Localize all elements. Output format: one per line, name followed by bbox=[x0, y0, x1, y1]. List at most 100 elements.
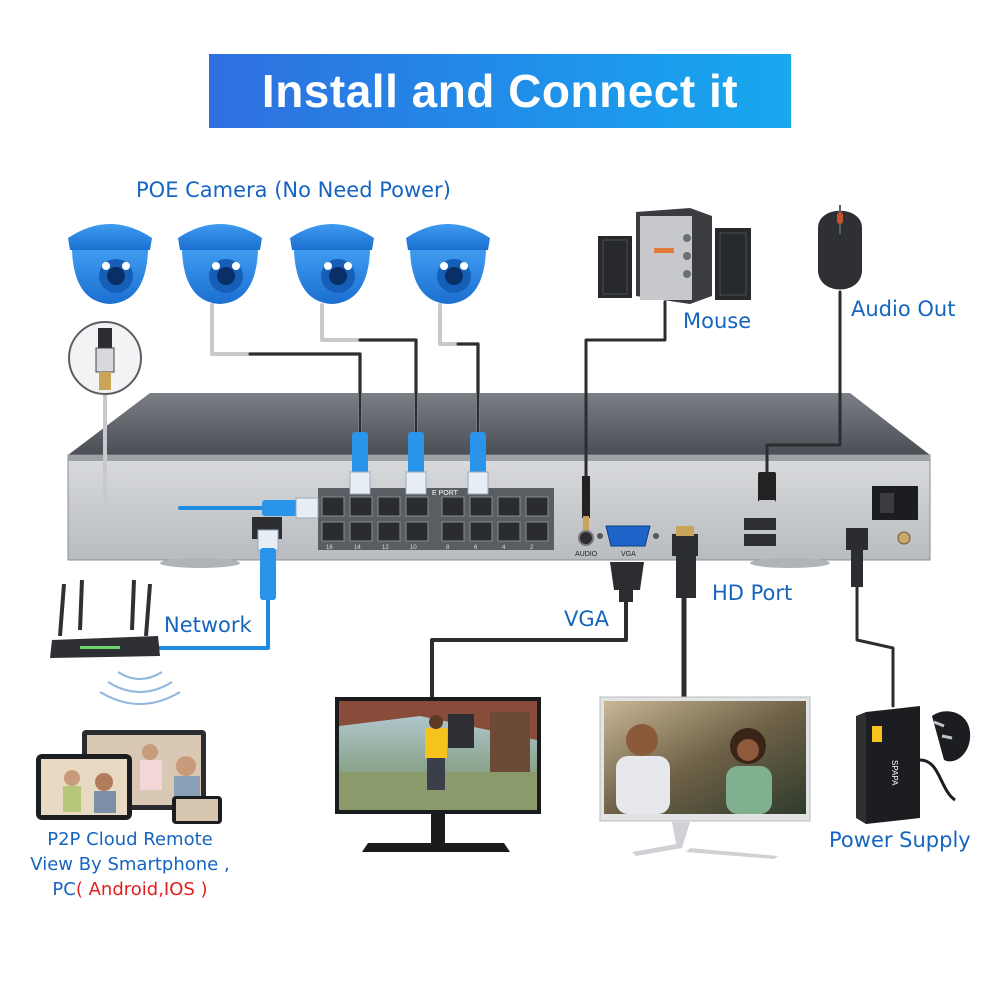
monitor-2-foot bbox=[686, 848, 778, 859]
mouse-cable bbox=[765, 290, 842, 480]
tablet-child-body bbox=[63, 786, 81, 812]
devices bbox=[36, 730, 222, 824]
camera-2-cable bbox=[248, 352, 362, 442]
page-title: Install and Connect it bbox=[261, 65, 739, 117]
rj45-plug-wan bbox=[257, 529, 279, 600]
knob bbox=[683, 234, 691, 242]
camera-ir-led bbox=[212, 262, 220, 270]
wifi-waves-icon bbox=[99, 671, 181, 705]
connector-plug-icon bbox=[98, 328, 112, 350]
title-banner: Install and Connect it bbox=[209, 54, 791, 128]
house-roof bbox=[339, 701, 537, 740]
port-number: 12 bbox=[382, 545, 389, 551]
p2p-note-line1: P2P Cloud Remote bbox=[47, 829, 213, 850]
power-adapter-icon: SPAPA bbox=[856, 706, 920, 824]
mouse-body bbox=[818, 210, 862, 290]
adapter-warning bbox=[872, 726, 882, 742]
poe-port bbox=[525, 496, 549, 517]
audio-plug bbox=[582, 476, 590, 518]
port-number: 8 bbox=[446, 545, 450, 551]
vga-screw bbox=[597, 533, 603, 539]
camera-ir-led bbox=[232, 262, 240, 270]
connector-tip bbox=[99, 372, 111, 390]
usb-plug bbox=[758, 472, 776, 502]
camera-ir-led bbox=[460, 262, 468, 270]
plug-cord bbox=[919, 758, 956, 802]
hdmi-plug-head bbox=[672, 534, 698, 556]
adapter-brand: SPAPA bbox=[890, 760, 899, 786]
nvr-foot bbox=[160, 558, 240, 568]
knob bbox=[683, 252, 691, 260]
vga-port-label: VGA bbox=[621, 551, 636, 558]
vga-plug bbox=[610, 562, 644, 590]
nvr-foot bbox=[750, 558, 830, 568]
poe-port bbox=[469, 496, 493, 517]
monitor-icon bbox=[335, 697, 541, 852]
poe-port bbox=[405, 496, 429, 517]
person-1-body bbox=[616, 756, 670, 814]
port-number: 4 bbox=[502, 545, 506, 551]
dome-camera-icon bbox=[290, 224, 374, 304]
audio-jack bbox=[578, 530, 594, 546]
plug-pin bbox=[933, 720, 945, 728]
child-head bbox=[142, 744, 158, 760]
rj45-plug bbox=[349, 432, 371, 495]
poe-port bbox=[469, 521, 493, 542]
poe-port bbox=[525, 521, 549, 542]
camera-ir-led bbox=[102, 262, 110, 270]
rj45-plug-side bbox=[262, 497, 319, 519]
monitor-icon bbox=[599, 696, 811, 859]
router-antenna bbox=[78, 579, 84, 631]
person-legs bbox=[427, 758, 445, 790]
vga-cable bbox=[430, 596, 628, 700]
house-window bbox=[448, 714, 474, 748]
poe-ports bbox=[321, 496, 549, 542]
tablet-child-head bbox=[64, 770, 80, 786]
tablet-adult-head bbox=[95, 773, 113, 791]
dc-plug bbox=[851, 545, 863, 587]
poe-port bbox=[377, 521, 401, 542]
camera-ir-led bbox=[324, 262, 332, 270]
poe-port bbox=[441, 521, 465, 542]
router-antenna bbox=[130, 579, 136, 631]
poe-port bbox=[321, 521, 345, 542]
p2p-note: P2P Cloud Remote View By Smartphone , PC… bbox=[20, 827, 240, 902]
house-door bbox=[490, 712, 530, 772]
monitor-2-stand bbox=[632, 822, 690, 856]
speaker-left-grille bbox=[602, 239, 628, 295]
audio-plug-tip bbox=[583, 516, 589, 530]
poe-port bbox=[349, 496, 373, 517]
poe-port bbox=[405, 521, 429, 542]
audio-cable bbox=[584, 300, 667, 482]
speaker-icon bbox=[598, 208, 751, 304]
vga-port bbox=[605, 525, 651, 547]
power-cable bbox=[855, 583, 895, 708]
router-icon bbox=[50, 579, 160, 658]
poe-port bbox=[321, 496, 345, 517]
port-number: 2 bbox=[530, 545, 534, 551]
phone-screen bbox=[176, 799, 218, 821]
hd-port-label: HD Port bbox=[712, 581, 793, 605]
dome-camera-icon bbox=[178, 224, 262, 304]
camera-4-cable bbox=[456, 342, 480, 442]
rj45-plug bbox=[405, 432, 427, 495]
child-body bbox=[140, 760, 162, 790]
poe-cameras bbox=[68, 224, 490, 304]
person-yellow bbox=[425, 728, 447, 758]
person-1-head bbox=[626, 724, 658, 756]
vga-screw bbox=[653, 533, 659, 539]
power-supply-label: Power Supply bbox=[829, 828, 971, 852]
mouse-label: Mouse bbox=[683, 309, 752, 333]
power-switch-rocker bbox=[880, 493, 894, 513]
router-antenna bbox=[58, 583, 66, 637]
router-leds bbox=[80, 646, 120, 649]
usb-port bbox=[744, 518, 776, 530]
usb-port bbox=[744, 534, 776, 546]
rj45-plug bbox=[467, 432, 489, 495]
camera-ir-led bbox=[344, 262, 352, 270]
usb-plug-tip bbox=[759, 500, 775, 514]
person-head bbox=[429, 715, 443, 729]
